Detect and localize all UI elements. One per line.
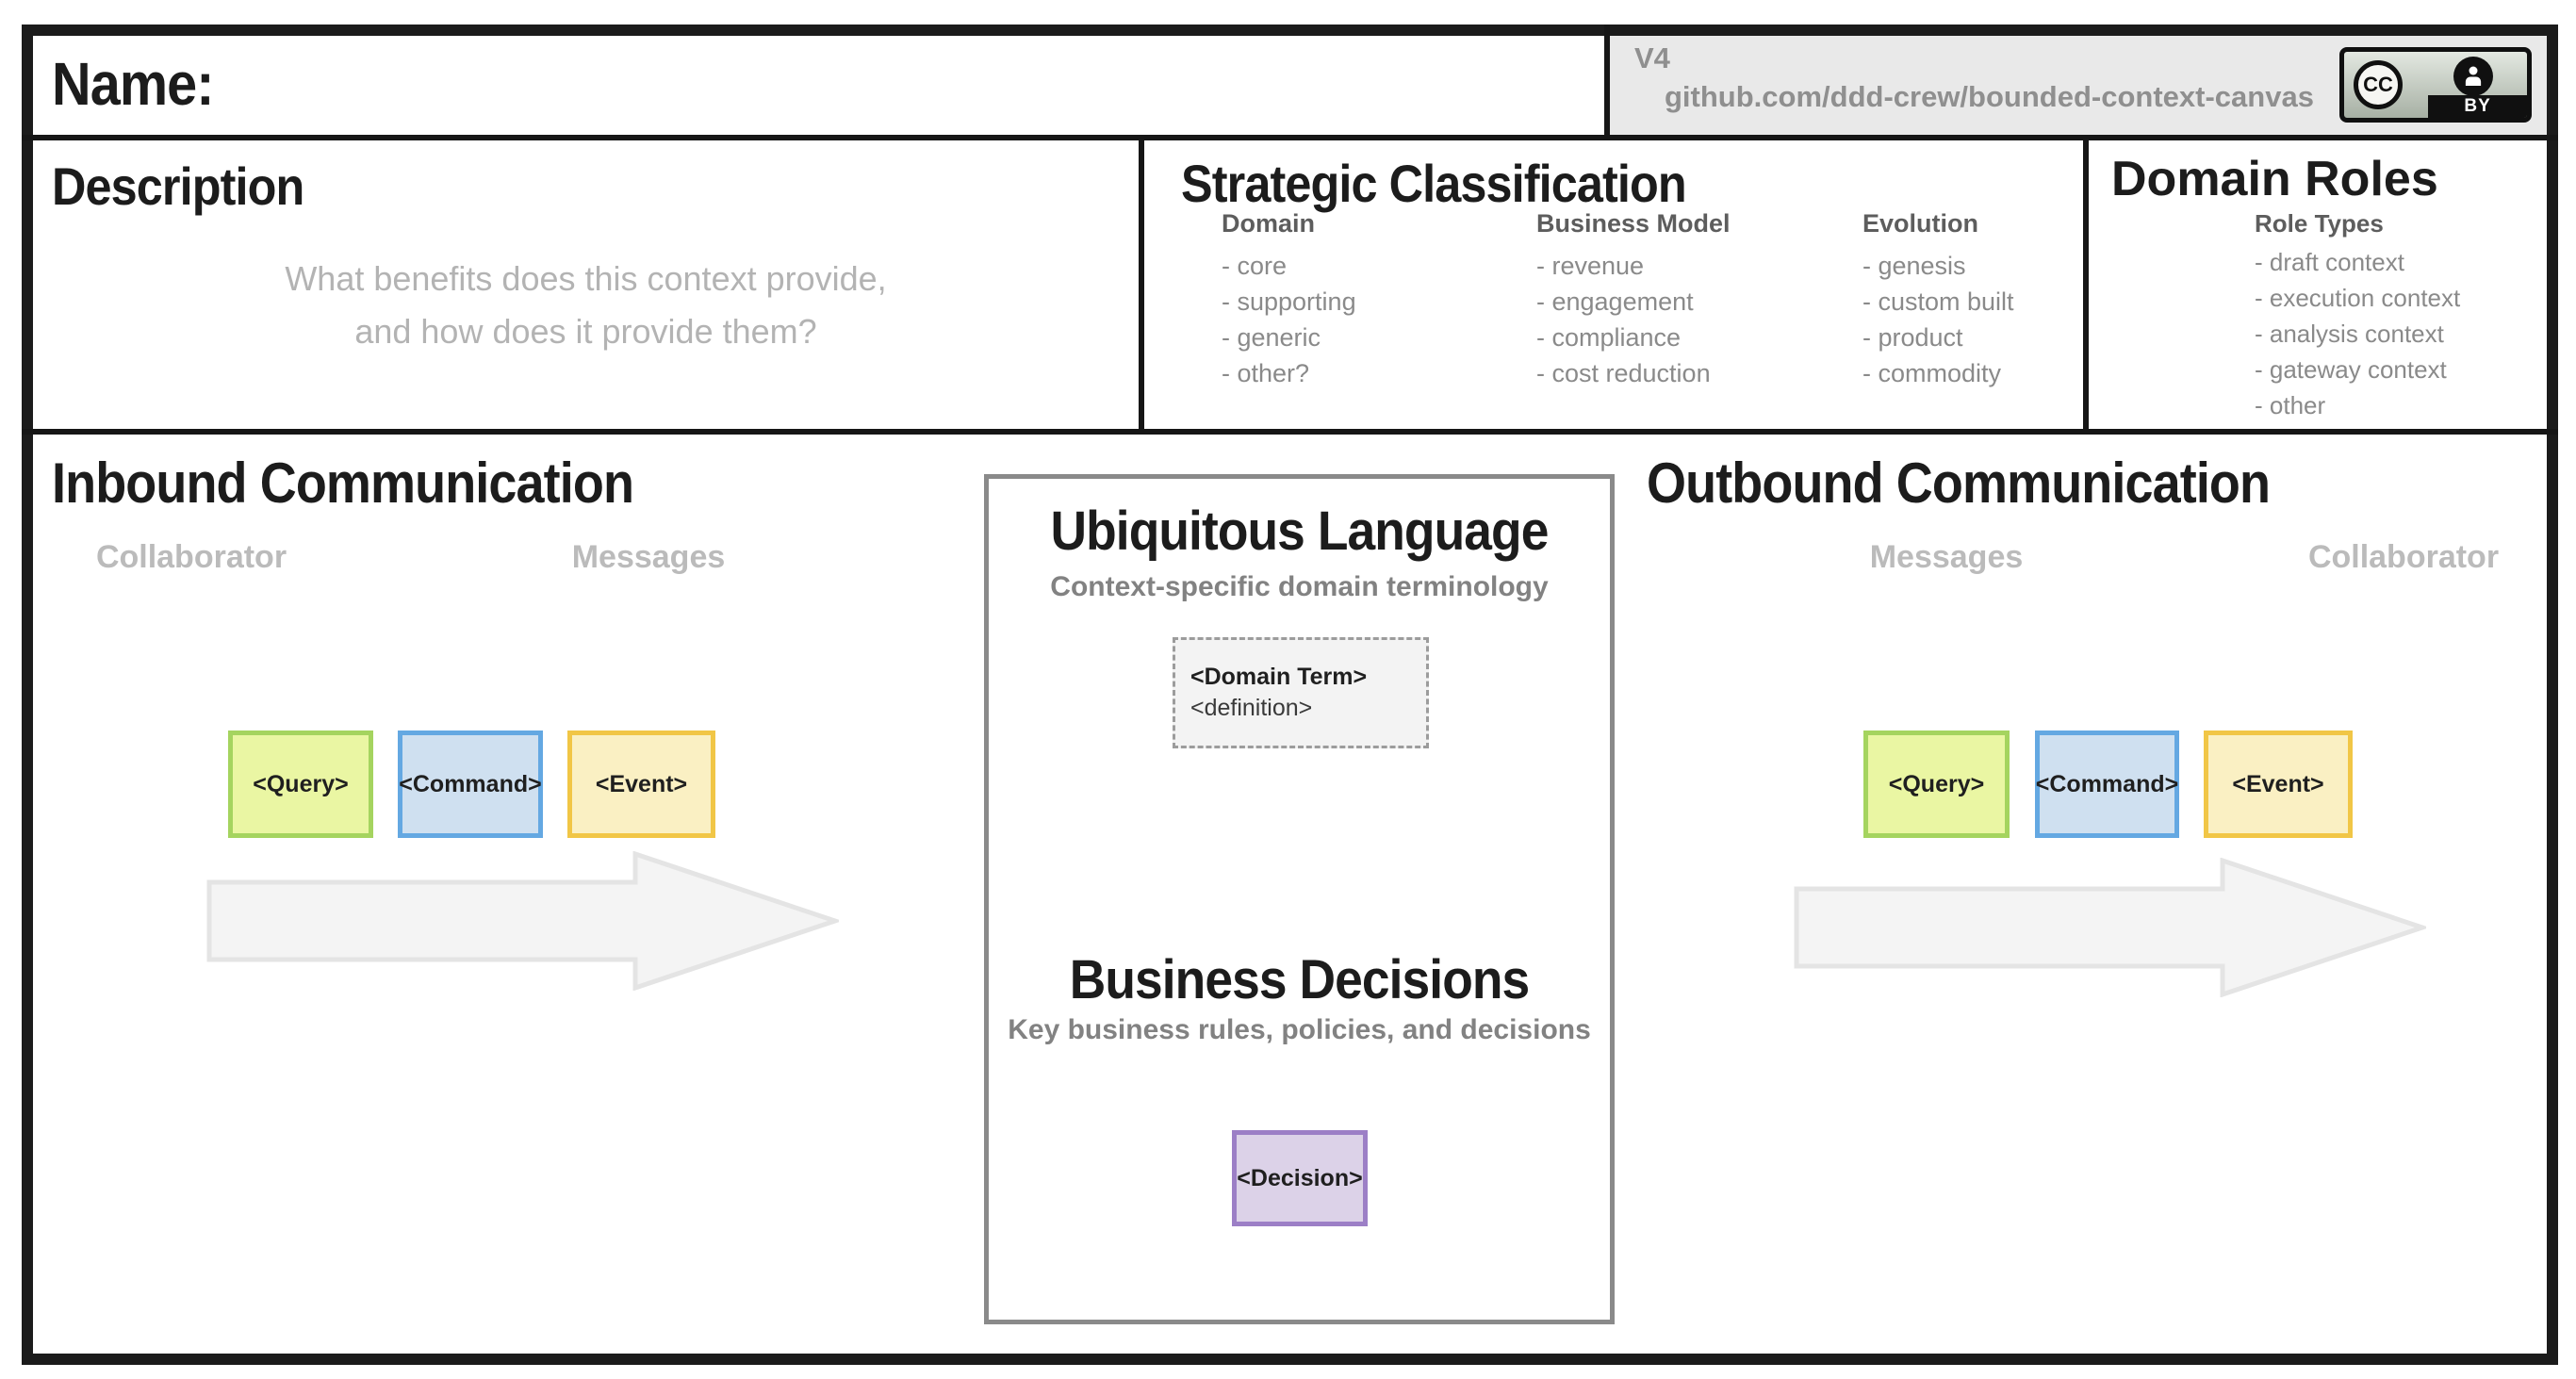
list-item: - execution context (2255, 284, 2461, 312)
column-heading: Evolution (1862, 209, 1978, 238)
role-types-heading: Role Types (2255, 209, 2384, 238)
list-item: - core (1222, 252, 1288, 280)
inbound-collaborator-heading: Collaborator (95, 539, 287, 575)
attribution-person-icon (2453, 57, 2493, 96)
description-placeholder-line2: and how does it provide them? (354, 312, 817, 351)
inbound-communication-title: Inbound Communication (52, 451, 634, 515)
classification-column-domain: Domain - core - supporting - generic - o… (1222, 209, 1356, 391)
license-by-label: BY (2428, 95, 2527, 118)
list-item: - commodity (1862, 359, 2002, 387)
repo-url: github.com/ddd-crew/bounded-context-canv… (1665, 80, 2314, 113)
list-item: - other (2255, 391, 2326, 419)
classification-column-evolution: Evolution - genesis - custom built - pro… (1862, 209, 2014, 391)
classification-column-business-model: Business Model - revenue - engagement - … (1536, 209, 1731, 391)
inbound-messages-heading: Messages (571, 539, 726, 575)
outbound-direction-arrow-icon (1794, 858, 2426, 997)
outbound-messages-heading: Messages (1869, 539, 2024, 575)
cc-logo-icon: CC (2354, 60, 2403, 109)
outbound-collaborator-heading: Collaborator (2307, 539, 2500, 575)
list-item: - analysis context (2255, 320, 2444, 348)
inbound-event-card: <Event> (567, 731, 715, 838)
ubiquitous-language-panel: Ubiquitous Language Context-specific dom… (984, 474, 1615, 1324)
strategic-classification-title: Strategic Classification (1181, 154, 1687, 213)
list-item: - product (1862, 323, 1963, 352)
decision-card: <Decision> (1232, 1130, 1368, 1226)
list-item: - cost reduction (1536, 359, 1711, 387)
inbound-command-card: <Command> (398, 731, 543, 838)
list-item: - other? (1222, 359, 1310, 387)
list-item: - generic (1222, 323, 1321, 352)
outbound-query-card: <Query> (1863, 731, 2010, 838)
list-item: - custom built (1862, 287, 2014, 316)
version-box: V4 github.com/ddd-crew/bounded-context-c… (1610, 36, 2547, 135)
card-label: <Query> (1888, 770, 1985, 797)
outbound-command-card: <Command> (2035, 731, 2179, 838)
column-heading: Domain (1222, 209, 1316, 238)
domain-term-label: <Domain Term> (1190, 664, 1368, 690)
cc-by-license-badge: CC BY (2339, 47, 2532, 123)
list-item: - genesis (1862, 252, 1966, 280)
card-label: <Event> (2232, 770, 2324, 797)
list-item: - gateway context (2255, 355, 2447, 384)
description-placeholder-line1: What benefits does this context provide, (285, 259, 887, 298)
ubiquitous-language-subtitle: Context-specific domain terminology (1050, 571, 1549, 602)
description-title: Description (52, 156, 304, 216)
list-item: - revenue (1536, 252, 1645, 280)
outbound-event-card: <Event> (2204, 731, 2353, 838)
card-label: <Event> (595, 770, 688, 797)
cc-logo-text: CC (2363, 73, 2393, 96)
inbound-query-card: <Query> (228, 731, 373, 838)
domain-term-card: <Domain Term> <definition> (1173, 637, 1429, 748)
version-label: V4 (1634, 41, 1670, 74)
description-placeholder: What benefits does this context provide,… (33, 253, 1139, 358)
divider-description-classification (1139, 135, 1144, 435)
domain-roles-title: Domain Roles (2111, 152, 2438, 206)
card-label: <Command> (399, 770, 542, 797)
card-label: <Command> (2035, 770, 2179, 797)
card-label: <Decision> (1237, 1164, 1363, 1191)
inbound-direction-arrow-icon (206, 851, 839, 991)
business-decisions-subtitle: Key business rules, policies, and decisi… (1008, 1014, 1591, 1045)
divider-name-version (1604, 25, 1610, 140)
divider-classification-row (22, 429, 2558, 435)
domain-term-definition: <definition> (1190, 695, 1313, 721)
business-decisions-title: Business Decisions (1069, 949, 1531, 1010)
list-item: - supporting (1222, 287, 1356, 316)
outbound-communication-title: Outbound Communication (1647, 451, 2271, 515)
list-item: - engagement (1536, 287, 1694, 316)
domain-roles-list: Role Types - draft context - execution c… (2255, 209, 2460, 423)
list-item: - compliance (1536, 323, 1682, 352)
column-heading: Business Model (1536, 209, 1731, 238)
divider-header-row (22, 135, 2558, 140)
divider-classification-roles (2083, 135, 2089, 435)
card-label: <Query> (253, 770, 349, 797)
ubiquitous-language-title: Ubiquitous Language (1050, 501, 1550, 562)
list-item: - draft context (2255, 248, 2404, 276)
name-field-label: Name: (52, 50, 214, 118)
